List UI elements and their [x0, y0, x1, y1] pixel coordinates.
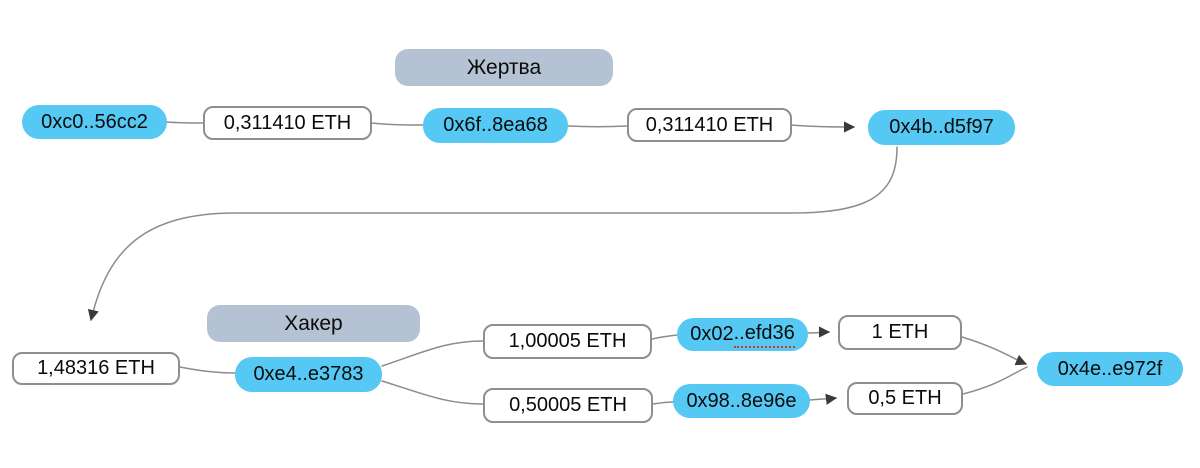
address-node-hacker-main[interactable]: 0xe4..e3783: [235, 357, 382, 392]
amount-node-branch2[interactable]: 0,50005 ETH: [483, 388, 653, 423]
edge-in-main: [179, 366, 236, 374]
amount-text: 1 ETH: [871, 321, 929, 343]
amount-node-branch1[interactable]: 1,00005 ETH: [483, 324, 652, 359]
address-node-branch2[interactable]: 0x98..8e96e: [673, 384, 810, 418]
address-text: 0xc0..56cc2: [41, 110, 148, 133]
address-text-prefix: 0x02: [690, 323, 734, 345]
edge-br2addr-out-arrow: [809, 393, 838, 405]
amount-node-victim-1[interactable]: 0,311410 ETH: [203, 106, 372, 140]
amount-text: 0,50005 ETH: [509, 394, 627, 416]
address-text: 0x4b..d5f97: [889, 116, 994, 138]
amount-text: 1,00005 ETH: [508, 330, 627, 352]
address-node-victim-source[interactable]: 0xc0..56cc2: [22, 105, 167, 139]
edge-br1amt-br1addr: [651, 334, 678, 340]
edge-br2amt-br2addr: [652, 401, 674, 405]
edge-main-branch2: [381, 380, 484, 405]
address-text: 0x98..8e96e: [686, 389, 797, 412]
amount-node-branch2-out[interactable]: 0,5 ETH: [847, 382, 963, 415]
address-node-victim-mid[interactable]: 0x6f..8ea68: [423, 108, 568, 143]
amount-text: 0,311410 ETH: [645, 113, 774, 136]
address-node-victim-bridge[interactable]: 0x4b..d5f97: [868, 110, 1015, 145]
edge-amt1-a2: [371, 122, 424, 126]
amount-node-victim-2[interactable]: 0,311410 ETH: [627, 108, 792, 142]
amount-text: 0,311410 ETH: [223, 111, 352, 134]
edge-amt2-a3-arrow: [791, 121, 856, 133]
amount-text: 0,5 ETH: [868, 387, 942, 409]
edge-main-branch1: [381, 340, 484, 367]
address-text: 0x6f..8ea68: [443, 114, 548, 136]
amount-text: 1,48316 ETH: [37, 357, 155, 379]
edge-br1addr-out-arrow: [807, 326, 831, 338]
address-node-final[interactable]: 0x4e..e972f: [1037, 352, 1183, 386]
group-label-victim-text: Жертва: [466, 55, 542, 79]
address-text: 0x4e..e972f: [1057, 357, 1163, 380]
edge-a2-amt2: [567, 125, 628, 128]
group-label-hacker-text: Хакер: [284, 311, 343, 335]
address-text-suffix-misspelled: ..efd36: [733, 322, 795, 348]
edge-br1out-final-arrow: [961, 336, 1028, 366]
address-text: 0xe4..e3783: [253, 363, 364, 385]
group-label-victim[interactable]: Жертва: [395, 49, 613, 86]
amount-node-hacker-in[interactable]: 1,48316 ETH: [12, 352, 180, 385]
edge-bridge-to-hacker-arrow: [87, 146, 898, 322]
group-label-hacker[interactable]: Хакер: [207, 305, 420, 342]
amount-node-branch1-out[interactable]: 1 ETH: [838, 315, 962, 350]
address-node-branch1[interactable]: 0x02..efd36: [677, 318, 808, 351]
edge-br2out-final: [962, 366, 1028, 395]
edge-victim-a1-amt1: [166, 121, 204, 124]
